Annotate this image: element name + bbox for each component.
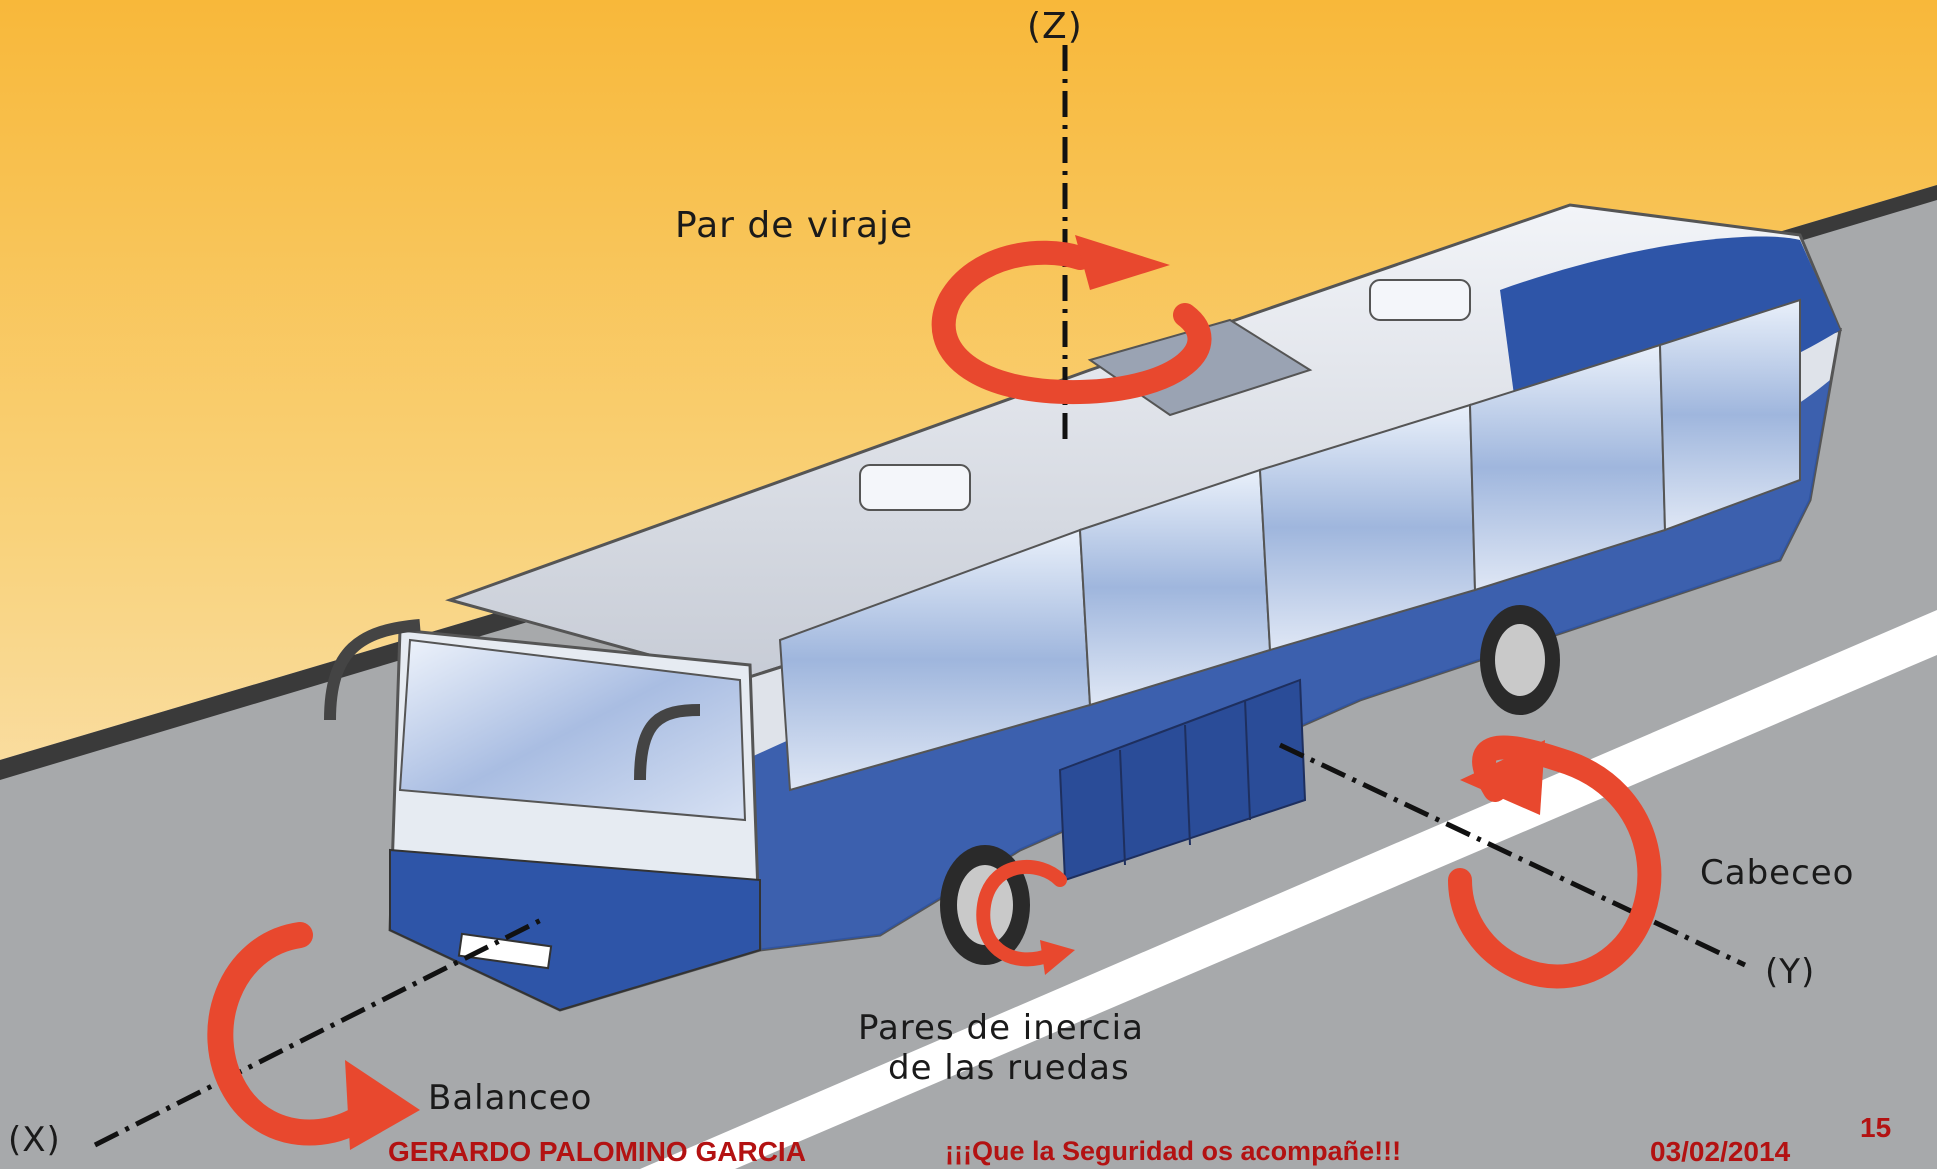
roll-label: Balanceo [428, 1078, 593, 1118]
footer-motto: ¡¡¡Que la Seguridad os acompañe!!! [945, 1136, 1402, 1166]
wheel-label-line1: Pares de inercia [858, 1008, 1144, 1048]
y-axis-line [1278, 742, 1747, 968]
pitch-label: Cabeceo [1700, 853, 1855, 893]
road-lane-marking [640, 610, 1937, 1169]
x-axis-line [93, 915, 547, 1148]
x-axis-label: (X) [8, 1120, 61, 1160]
yaw-label: Par de viraje [675, 205, 914, 246]
footer-date: 03/02/2014 [1650, 1136, 1791, 1167]
y-axis-label: (Y) [1765, 952, 1816, 992]
z-axis-label: (Z) [1027, 6, 1083, 47]
pitch-rotation-arrow [1448, 735, 1662, 989]
page-number: 15 [1860, 1112, 1892, 1143]
yaw-rotation-arrow [931, 235, 1212, 405]
wheel-label-line2: de las ruedas [888, 1048, 1130, 1088]
footer-author: GERARDO PALOMINO GARCIA [388, 1136, 806, 1167]
bus-illustration [324, 203, 1843, 1012]
roll-rotation-arrow [207, 922, 420, 1150]
wheel-rotation-arrow [976, 860, 1075, 975]
